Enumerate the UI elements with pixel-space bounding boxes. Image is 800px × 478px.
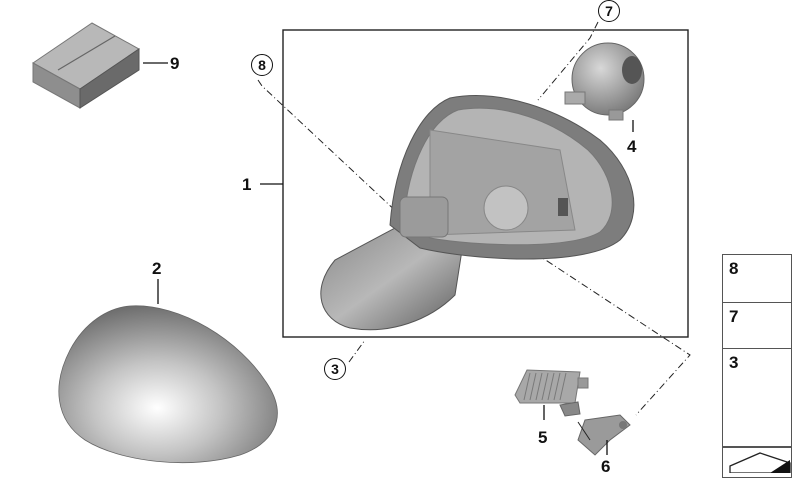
- callout-8-circled: 8: [251, 54, 273, 76]
- callout-6: 6: [601, 457, 611, 476]
- part-6-bracket: [577, 414, 631, 456]
- callout-1: 1: [242, 175, 252, 194]
- callout-3-circled: 3: [324, 358, 346, 380]
- callout-7-circled: 7: [598, 0, 620, 22]
- part-9-box: [32, 22, 168, 109]
- part-2-mirror-cap: [58, 279, 278, 464]
- side-panel-item-8: 8: [722, 254, 792, 304]
- callout-9: 9: [170, 54, 180, 73]
- side-panel-item-3: 3: [722, 348, 792, 448]
- part-1-mirror-assembly: [320, 95, 635, 331]
- side-panel-item-7: 7: [722, 302, 792, 350]
- callout-2: 2: [152, 259, 162, 278]
- side-panel-number: 7: [729, 307, 739, 326]
- part-5-control-module: [514, 369, 589, 420]
- callout-5: 5: [538, 428, 548, 447]
- side-panel-number: 8: [729, 259, 739, 278]
- callout-4: 4: [627, 137, 637, 156]
- part-4-housing-module: [564, 42, 645, 132]
- side-panel-number: 3: [729, 353, 739, 372]
- side-panel-item-arrow: [722, 446, 792, 478]
